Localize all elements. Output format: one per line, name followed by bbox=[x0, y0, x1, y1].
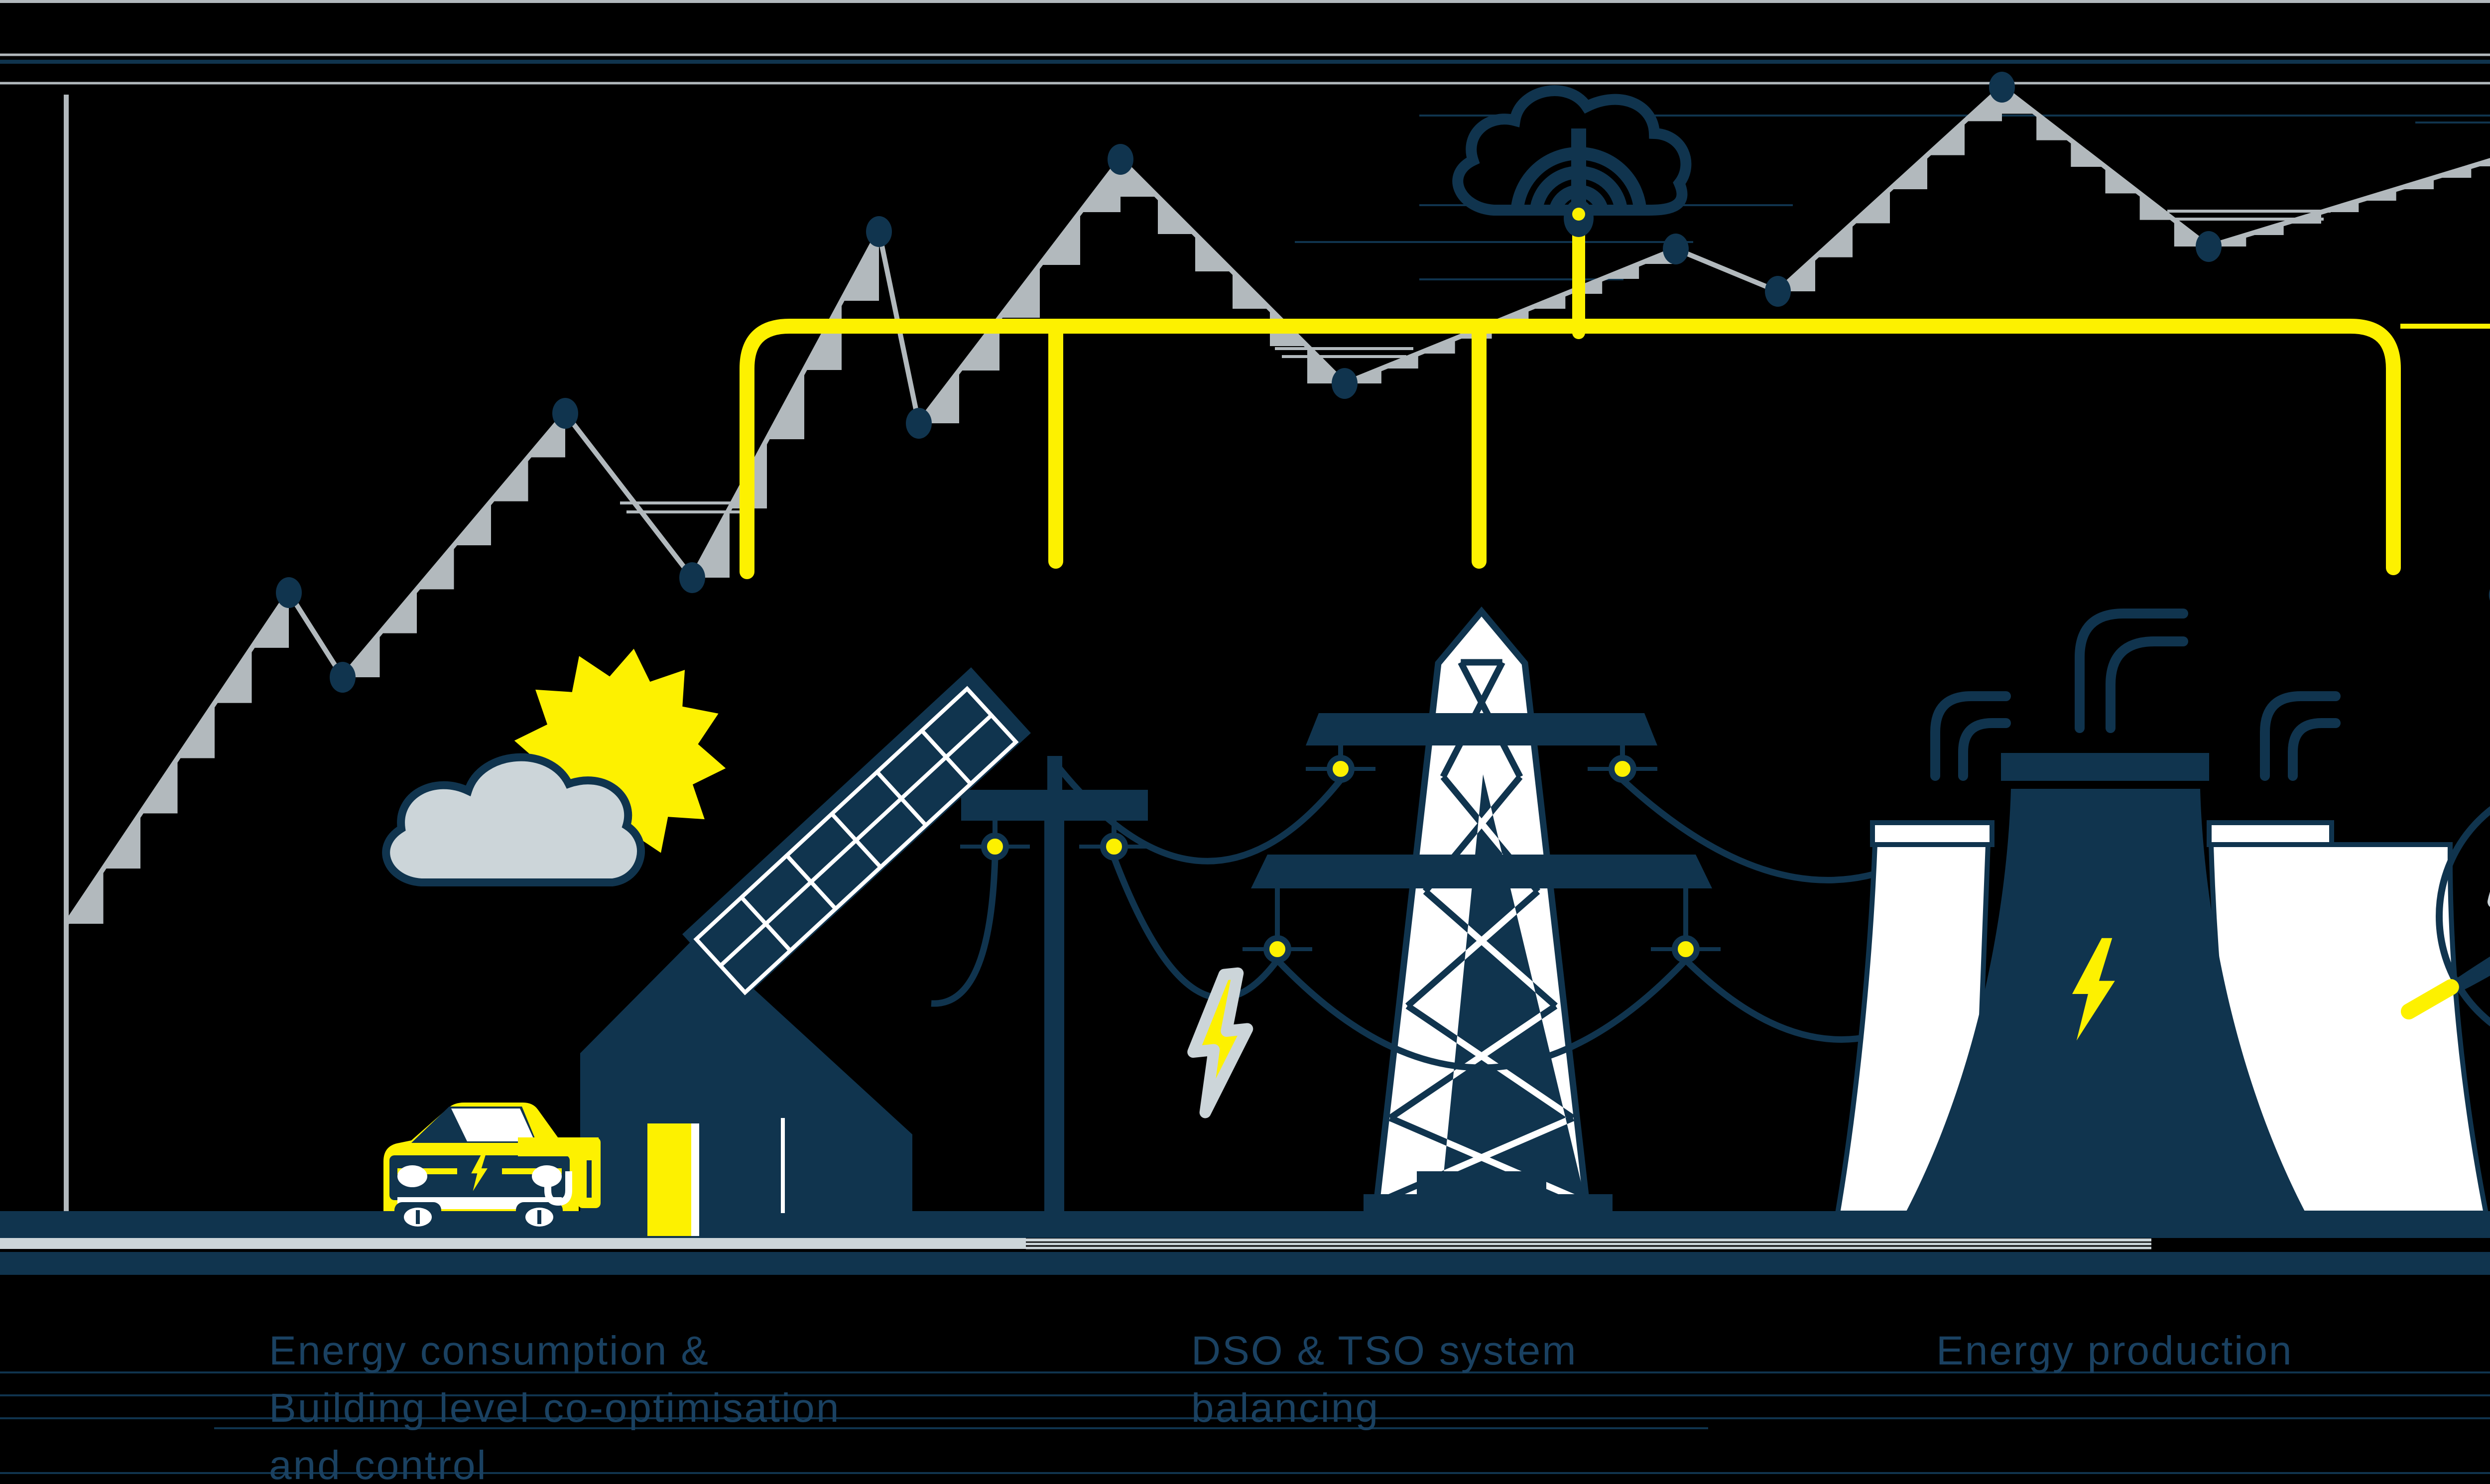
price-curve-marker bbox=[1332, 368, 1358, 399]
headlight bbox=[397, 1165, 427, 1187]
price-curve-step-shading bbox=[2209, 160, 2490, 247]
production-label: Energy production bbox=[1936, 1328, 2293, 1373]
price-curve bbox=[64, 85, 2490, 925]
insulator-dot bbox=[1672, 935, 1700, 963]
labels: Energy market trading Energy consumption… bbox=[269, 1328, 2293, 1484]
price-curve-marker bbox=[552, 398, 578, 429]
cooling-tower-main bbox=[1905, 753, 2306, 1213]
insulator-dot bbox=[1609, 755, 1636, 783]
ground-band-lower bbox=[0, 1252, 2490, 1275]
consumption-label-line3: and control bbox=[269, 1443, 488, 1484]
ground-band-concrete bbox=[0, 1238, 1026, 1249]
ground-band-upper bbox=[0, 1211, 2490, 1238]
ev-car bbox=[383, 1103, 601, 1231]
ground bbox=[0, 1211, 2490, 1275]
weather-group bbox=[382, 648, 726, 886]
tower-crossarm-lower bbox=[1251, 855, 1712, 888]
open-door-light bbox=[647, 1123, 691, 1236]
price-curve-marker bbox=[1108, 144, 1133, 175]
insulator-dot bbox=[1263, 935, 1291, 963]
insulator-dot bbox=[1327, 755, 1355, 783]
price-curve-marker bbox=[1989, 72, 2015, 103]
price-curve-marker bbox=[330, 662, 356, 693]
lattice-line bbox=[1441, 1003, 1558, 1121]
price-curve-marker bbox=[1663, 234, 1689, 264]
price-curve-marker bbox=[1765, 276, 1791, 307]
lattice-line bbox=[1441, 1115, 1575, 1204]
steam-icon bbox=[1930, 609, 2341, 781]
utility-pole bbox=[960, 756, 1149, 1218]
solar-panel-grid bbox=[693, 686, 1019, 995]
solar-panel bbox=[682, 667, 1031, 1000]
bus-bar bbox=[740, 319, 2401, 579]
charging-cable bbox=[518, 1137, 601, 1208]
grey-cloud-icon bbox=[382, 753, 645, 886]
wind-turbine bbox=[2398, 555, 2490, 1027]
lattice-line bbox=[1441, 1115, 1586, 1204]
insulator-dot bbox=[981, 833, 1009, 861]
price-curve-marker bbox=[679, 562, 705, 593]
price-curve-marker bbox=[276, 577, 302, 608]
house bbox=[580, 667, 1031, 1236]
insulator-dot bbox=[1100, 833, 1128, 861]
balancing-label-line2: balancing bbox=[1191, 1385, 1379, 1431]
smart-cloud bbox=[1452, 85, 1692, 237]
price-curve-marker bbox=[906, 408, 932, 439]
wheels bbox=[394, 1202, 563, 1231]
power-plant bbox=[1835, 609, 2490, 1216]
price-curve-marker bbox=[866, 216, 892, 247]
consumption-label-line1: Energy consumption & bbox=[269, 1328, 710, 1373]
transmission-tower bbox=[1243, 606, 1721, 1214]
windshield bbox=[451, 1109, 535, 1141]
tower-crossarm-upper bbox=[1306, 713, 1657, 745]
rotor-circle bbox=[2436, 806, 2490, 1027]
price-curve-marker bbox=[2196, 231, 2222, 262]
balancing-label-line1: DSO & TSO system bbox=[1191, 1328, 1578, 1373]
control-bus bbox=[740, 208, 2401, 579]
consumption-label-line2: Building level co-optimisation bbox=[269, 1385, 840, 1431]
lattice-line bbox=[1441, 1003, 1575, 1121]
